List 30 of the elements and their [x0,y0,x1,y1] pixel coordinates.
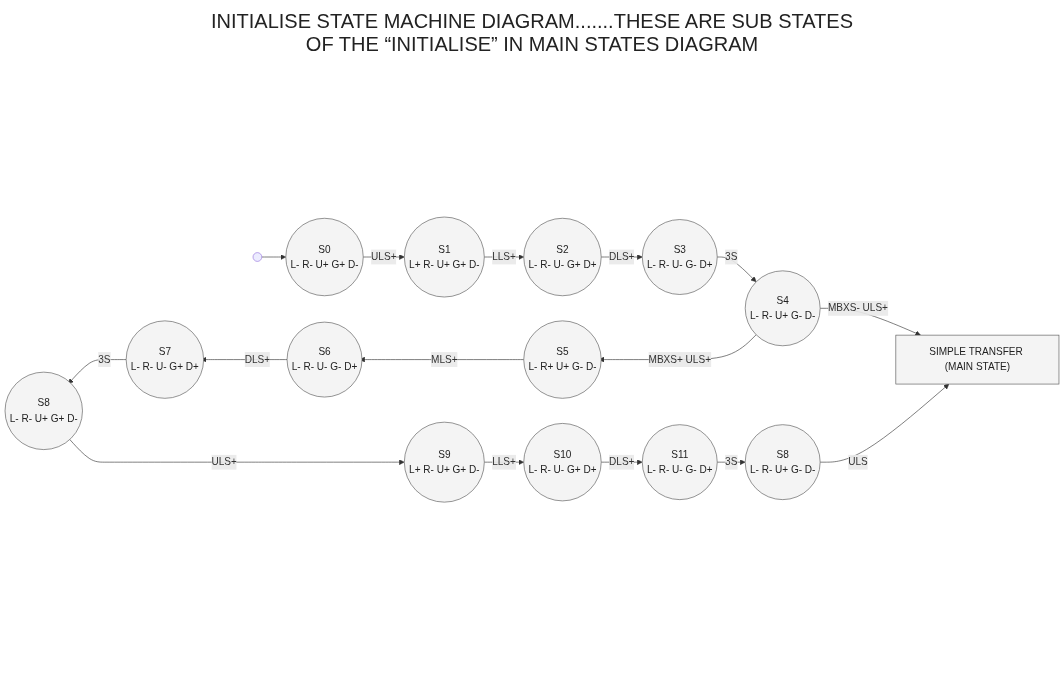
edge-label: ULS [848,456,868,468]
node-circle: S4 L- R- U+ G- D- [744,270,821,347]
edge-label: 3S [98,354,111,366]
node-box: SIMPLE TRANSFER (MAIN STATE) [895,335,1060,385]
node-circle: S7 L- R- U- G+ D+ [125,320,204,400]
edge-label: DLS+ [609,456,635,468]
node-circle: S10 L- R- U- G+ D+ [523,423,602,502]
edge-label: ULS+ [211,456,237,468]
node-circle: S5 L- R+ U+ G- D- [523,320,602,400]
edge-label: DLS+ [244,354,271,366]
node-circle: S0 L- R- U+ G+ D- [285,218,364,297]
edge-label: LLS+ [492,456,516,468]
edge-label: LLS+ [492,251,516,263]
diagram-title: INITIALISE STATE MACHINE DIAGRAM.......THESE ARE SUB STATES OF THE “INITIALISE” IN MAIN STATES DIAGRAM [210,10,854,56]
edge-label: MBXS- ULS+ [828,303,888,314]
node-circle: S8 L- R- U+ G- D- [744,424,821,501]
node-circle: S1 L+ R- U+ G+ D- [404,217,485,298]
node-circle: S11 L- R- U- G- D+ [641,424,718,501]
node-circle: S9 L+ R- U+ G+ D- [404,422,485,503]
edge-label: 3S [725,251,738,263]
node-circle: S2 L- R- U- G+ D+ [523,218,602,297]
node-circle: S3 L- R- U- G- D+ [641,219,718,296]
node-circle [252,252,263,263]
edge-label: MLS+ [431,354,458,366]
node-circle: S8 L- R- U+ G+ D- [4,372,83,451]
node-circle: S6 L- R- U- G- D+ [286,322,363,398]
edge-label: DLS+ [609,251,635,263]
edge-label: ULS+ [371,251,397,263]
edge-label: 3S [725,456,738,468]
edge-label: MBXS+ ULS+ [648,354,712,366]
